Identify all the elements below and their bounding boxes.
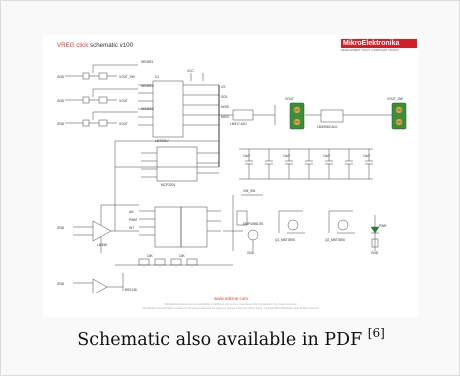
terminal-block-1 [289,102,305,130]
caption-reference-link[interactable]: [6] [367,326,385,340]
svg-text:10uF: 10uF [323,154,330,158]
title-brand: VREG click [57,42,89,49]
svg-text:MOSI: MOSI [221,105,229,109]
mikroelektronika-logo: MikroElektronika DEVELOPMENT TOOLS | COM… [341,39,417,57]
svg-text:VOUT: VOUT [285,97,294,101]
svg-text:GND: GND [247,251,255,255]
svg-text:10uF: 10uF [283,154,290,158]
svg-text:INT: INT [129,226,134,230]
svg-text:LM358: LM358 [97,243,107,247]
svg-text:10uF: 10uF [363,154,370,158]
svg-text:MISO: MISO [221,115,230,119]
svg-text:10K: 10K [179,254,186,258]
svg-text:VOUT: VOUT [119,99,128,103]
svg-text:GND: GND [57,99,65,103]
svg-text:SCK: SCK [221,95,228,99]
svg-text:VIN_SW: VIN_SW [243,189,255,193]
schematic-sheet[interactable]: VREG click schematic v100 MikroElektroni… [43,35,419,317]
svg-text:LM2596S ADJ: LM2596S ADJ [317,125,338,129]
svg-text:PWR: PWR [379,224,387,228]
schematic-title: VREG click schematic v100 [57,42,133,49]
image-caption: Schematic also available in PDF [6] [1,326,460,350]
svg-text:SENSE1: SENSE1 [141,60,154,64]
svg-text:10uF: 10uF [243,154,250,158]
website-link[interactable]: www.mikroe.com [213,296,248,301]
terminal-block-2 [391,102,407,130]
svg-text:VOUT_SW: VOUT_SW [119,75,135,79]
svg-text:VCC: VCC [187,69,194,73]
disclaimer-line-1: MikroElektronika assumes no responsibili… [164,303,298,306]
svg-text:GND: GND [57,226,65,230]
caption-text: Schematic also available in PDF [77,330,368,350]
sense-block-2 [65,88,138,104]
sense-block-3 [65,111,138,127]
logo-tagline: DEVELOPMENT TOOLS | COMPILERS | BOOKS [341,49,399,52]
svg-text:DMP3056LSS: DMP3056LSS [243,222,263,226]
svg-text:VOUT_SW: VOUT_SW [387,97,403,101]
svg-text:AN: AN [129,210,134,214]
svg-text:GND: GND [57,122,65,126]
svg-text:LM7001V: LM7001V [155,139,170,143]
svg-text:PWM: PWM [129,218,137,222]
schematic-drawing: VOUT_SW VOUT VOUT SENSE1 SENSE2 SENSE3 G… [57,60,407,293]
svg-text:GND: GND [57,282,65,286]
svg-text:SENSE2: SENSE2 [141,84,154,88]
svg-text:10K: 10K [147,254,154,258]
sense-block-1 [65,64,138,80]
svg-text:CS: CS [221,85,225,89]
svg-text:BSS138: BSS138 [125,288,137,292]
svg-text:Q2_MBT3906: Q2_MBT3906 [325,238,345,242]
disclaimer-line-2: Specification and information contained … [142,307,320,310]
svg-text:Q1_MBT3906: Q1_MBT3906 [275,238,295,242]
svg-text:MCP3204: MCP3204 [161,183,175,187]
svg-text:LM317 ADJ: LM317 ADJ [230,122,247,126]
svg-text:VOUT: VOUT [119,122,128,126]
svg-text:U1: U1 [155,75,159,79]
svg-text:SENSE3: SENSE3 [141,107,154,111]
svg-text:GND: GND [371,251,379,255]
logo-wordmark: MikroElektronika [341,39,417,48]
svg-text:GND: GND [57,75,65,79]
title-rest: schematic v100 [88,42,134,49]
